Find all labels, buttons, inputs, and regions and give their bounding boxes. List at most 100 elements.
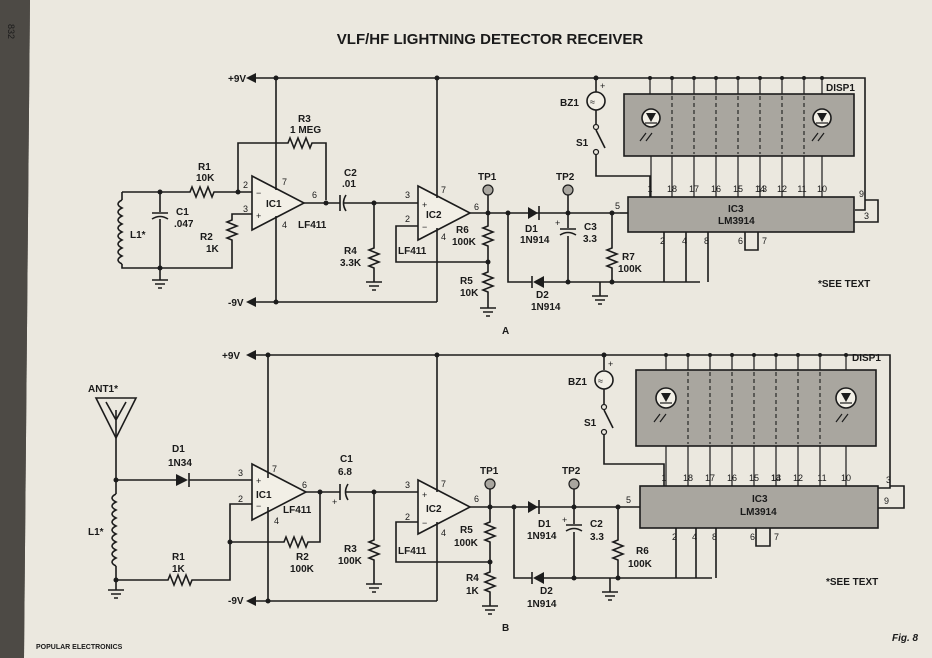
b-c2-value: 3.3 bbox=[590, 532, 604, 543]
b-ic1-pin6: 6 bbox=[302, 480, 307, 490]
b-r6-value: 100K bbox=[628, 559, 653, 570]
a-ic3-top-pin-16: 16 bbox=[711, 184, 721, 194]
b-tp2-point bbox=[568, 478, 580, 490]
a-minus-rail-label: -9V bbox=[228, 298, 244, 309]
b-disp1-label: DISP1 bbox=[852, 353, 881, 364]
b-ic3-pin8: 8 bbox=[712, 532, 717, 542]
a-ic3-top-pin-18: 18 bbox=[667, 184, 677, 194]
a-ic3-lm3914 bbox=[627, 196, 855, 233]
svg-text:−: − bbox=[422, 518, 427, 528]
b-ic1-pin4: 4 bbox=[274, 516, 279, 526]
circuit-a: +9V -9V L1* C1 .047 R1 10K R3 1 MEG R2 1… bbox=[117, 73, 879, 337]
b-ic2-ref: IC2 bbox=[426, 504, 442, 515]
a-r7-value: 100K bbox=[618, 264, 643, 275]
svg-text:+: + bbox=[332, 497, 337, 507]
a-d2-part: 1N914 bbox=[531, 302, 561, 313]
a-r7-ref: R7 bbox=[622, 252, 635, 263]
a-c1-value: .047 bbox=[174, 219, 194, 230]
a-d1-part: 1N914 bbox=[520, 235, 550, 246]
b-ic1-ref: IC1 bbox=[256, 490, 272, 501]
b-ic3-top-pin-12: 12 bbox=[793, 473, 803, 483]
a-ic3-pin2: 2 bbox=[660, 236, 665, 246]
svg-text:+: + bbox=[562, 515, 567, 525]
b-plus-rail-label: +9V bbox=[222, 351, 240, 362]
a-r4-ref: R4 bbox=[344, 246, 357, 257]
a-r2-ref: R2 bbox=[200, 232, 213, 243]
b-r3-value: 100K bbox=[338, 556, 363, 567]
b-ic2-pin7: 7 bbox=[441, 479, 446, 489]
a-ic2-pin2: 2 bbox=[405, 214, 410, 224]
a-ic2-pin4: 4 bbox=[441, 232, 446, 242]
b-d1b-ref: D1 bbox=[538, 519, 551, 530]
b-ic2-pin3: 3 bbox=[405, 480, 410, 490]
a-ic3-top-pin-12: 12 bbox=[777, 184, 787, 194]
b-see-text: *SEE TEXT bbox=[826, 577, 878, 588]
svg-text:−: − bbox=[256, 501, 261, 511]
b-r1-value: 1K bbox=[172, 564, 186, 575]
a-d2-ref: D2 bbox=[536, 290, 549, 301]
a-tp2-point bbox=[562, 184, 574, 196]
b-ic1-pin3: 3 bbox=[238, 468, 243, 478]
b-ic1-pin2: 2 bbox=[238, 494, 243, 504]
a-r6-ref: R6 bbox=[456, 225, 469, 236]
svg-text:+: + bbox=[555, 218, 560, 228]
b-r4-value: 1K bbox=[466, 586, 480, 597]
svg-text:+: + bbox=[256, 476, 261, 486]
a-ic3-top-pin-10: 10 bbox=[817, 184, 827, 194]
a-ic1-symbol bbox=[251, 174, 306, 232]
b-ic3-top-pin-17: 17 bbox=[705, 473, 715, 483]
b-ic2-pin4: 4 bbox=[441, 528, 446, 538]
a-bz1-label: BZ1 bbox=[560, 98, 579, 109]
b-ic3-pin9: 9 bbox=[884, 496, 889, 506]
b-ic3-top-pin-1: 1 bbox=[661, 473, 666, 483]
b-ic2-pin2: 2 bbox=[405, 512, 410, 522]
b-ic2-symbol bbox=[417, 478, 472, 536]
a-r5-ref: R5 bbox=[460, 276, 473, 287]
b-r2-value: 100K bbox=[290, 564, 315, 575]
a-ic3-part: LM3914 bbox=[718, 216, 755, 227]
a-tp1-label: TP1 bbox=[478, 172, 497, 183]
a-ic1-pin2: 2 bbox=[243, 180, 248, 190]
b-disp1-bargraph bbox=[635, 369, 877, 447]
a-tp1-point bbox=[482, 184, 494, 196]
svg-text:≈: ≈ bbox=[598, 376, 603, 386]
a-ic3-top-pin-15: 15 bbox=[733, 184, 743, 194]
b-d1-part: 1N34 bbox=[168, 458, 192, 469]
a-ic3-pin7: 7 bbox=[762, 236, 767, 246]
b-ic3-top-pin-16: 16 bbox=[727, 473, 737, 483]
a-ic3-ref: IC3 bbox=[728, 204, 744, 215]
b-ant1-label: ANT1* bbox=[88, 384, 118, 395]
b-circuit-label: B bbox=[502, 623, 509, 634]
svg-text:−: − bbox=[256, 188, 261, 198]
b-ic1-part: LF411 bbox=[283, 505, 312, 516]
svg-text:+: + bbox=[422, 200, 427, 210]
a-ic1-pin4: 4 bbox=[282, 220, 287, 230]
page-number: 832 bbox=[6, 24, 16, 39]
b-ic3-top-pin-10: 10 bbox=[841, 473, 851, 483]
a-c1-ref: C1 bbox=[176, 207, 189, 218]
svg-text:−: − bbox=[422, 222, 427, 232]
b-ic3-pin4: 4 bbox=[692, 532, 697, 542]
a-ic2-ref: IC2 bbox=[426, 210, 442, 221]
b-ic3-pin2: 2 bbox=[672, 532, 677, 542]
b-r2-ref: R2 bbox=[296, 552, 309, 563]
a-see-text: *SEE TEXT bbox=[818, 279, 870, 290]
a-disp1-label: DISP1 bbox=[826, 83, 855, 94]
page-title: VLF/HF LIGHTNING DETECTOR RECEIVER bbox=[337, 31, 644, 48]
b-r5-ref: R5 bbox=[460, 525, 473, 536]
b-tp1-point bbox=[484, 478, 496, 490]
b-d2-part: 1N914 bbox=[527, 599, 557, 610]
b-ic3-top-pin-15: 15 bbox=[749, 473, 759, 483]
a-ic3-pin5: 5 bbox=[615, 201, 620, 211]
a-ic3-top-pin-11: 11 bbox=[797, 184, 806, 194]
a-r4-value: 3.3K bbox=[340, 258, 362, 269]
b-ic3-top-pin-13: 13 bbox=[771, 473, 781, 483]
a-r1-value: 10K bbox=[196, 173, 215, 184]
b-tp2-label: TP2 bbox=[562, 466, 581, 477]
a-r2-value: 1K bbox=[206, 244, 220, 255]
a-tp2-label: TP2 bbox=[556, 172, 575, 183]
a-plus-rail-label: +9V bbox=[228, 74, 246, 85]
footer-publication: POPULAR ELECTRONICS bbox=[36, 644, 123, 651]
a-ic3-top-pin-17: 17 bbox=[689, 184, 699, 194]
